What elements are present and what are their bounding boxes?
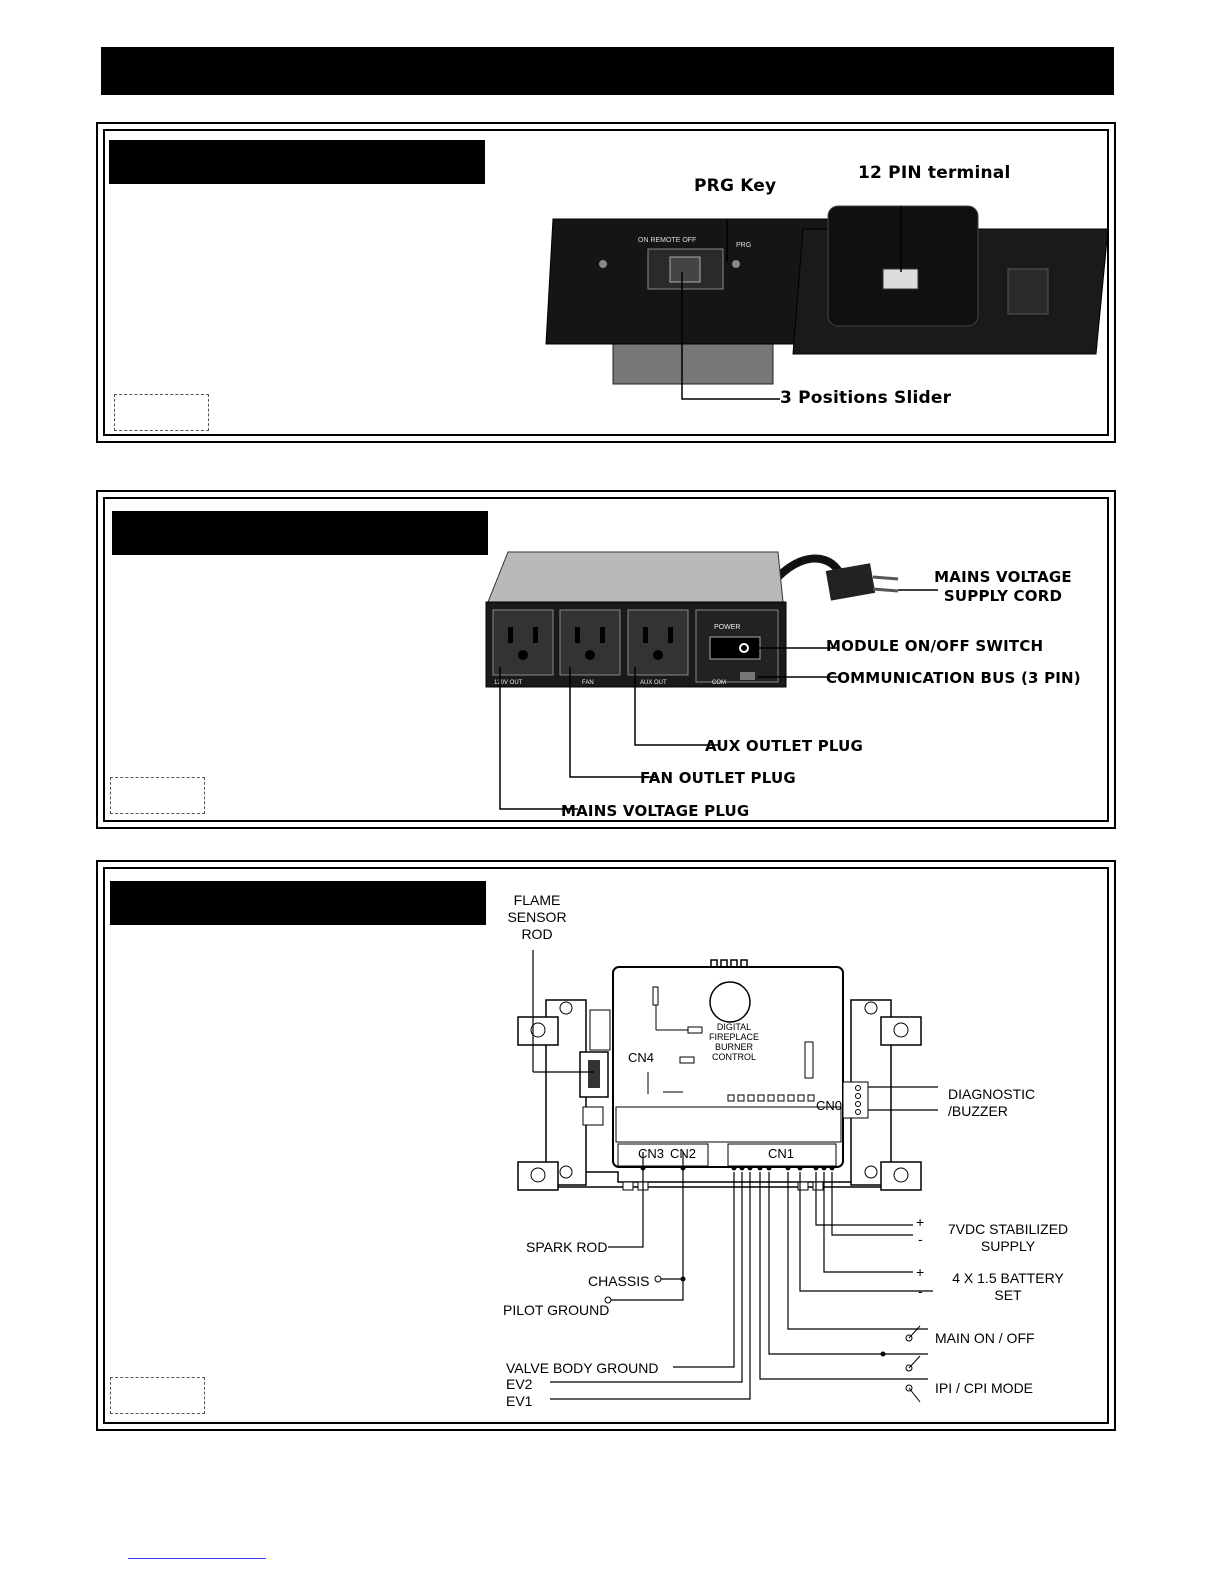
- cn1-label: CN1: [768, 1146, 794, 1161]
- mains-cord-label: MAINS VOLTAGE SUPPLY CORD: [934, 568, 1072, 605]
- wall-switch-photo: ON REMOTE OFF PRG: [545, 205, 1108, 400]
- switch-position-text: ON REMOTE OFF: [638, 237, 696, 244]
- fan-text: FAN: [582, 680, 594, 686]
- valve-body-ground-label: VALVE BODY GROUND: [506, 1360, 659, 1376]
- page-title-bar: [101, 47, 1114, 95]
- ev2-label: EV2: [506, 1376, 533, 1392]
- pin-terminal-label: 12 PIN terminal: [858, 163, 1011, 183]
- battery-label: 4 X 1.5 BATTERY SET: [952, 1270, 1064, 1303]
- chassis-label: CHASSIS: [588, 1273, 650, 1289]
- supply-7vdc-label: 7VDC STABILIZED SUPPLY: [947, 1221, 1069, 1254]
- section-header-bar: [109, 140, 485, 184]
- minus-sign: -: [918, 1231, 923, 1247]
- ev1-label: EV1: [506, 1393, 533, 1409]
- section-header-bar: [110, 881, 486, 925]
- cn3-label: CN3: [638, 1146, 664, 1161]
- power-module-panel: POWER 120V OUT FAN AUX OUT COM MAINS VOL…: [96, 490, 1116, 829]
- spark-rod-label: SPARK ROD: [526, 1239, 608, 1255]
- aux-plug-label: AUX OUTLET PLUG: [705, 737, 864, 755]
- plus-sign: +: [916, 1264, 925, 1280]
- footnote-link-line: [128, 1558, 266, 1559]
- pilot-ground-label: PILOT GROUND: [503, 1302, 610, 1318]
- plus-sign: +: [916, 1214, 925, 1230]
- figure-tag-box: [110, 1377, 205, 1414]
- prg-key-label: PRG Key: [694, 176, 777, 196]
- slider-label: 3 Positions Slider: [780, 388, 952, 408]
- aux-text: AUX OUT: [640, 680, 667, 686]
- minus-sign: -: [918, 1283, 923, 1299]
- flame-sensor-label: FLAME SENSOR ROD: [507, 892, 567, 942]
- ipi-cpi-label: IPI / CPI MODE: [935, 1380, 1034, 1396]
- remote-switch-panel: ON REMOTE OFF PRG PRG Key 12 PIN termina…: [96, 122, 1116, 443]
- power-text: POWER: [714, 624, 740, 631]
- diagnostic-label: DIAGNOSTIC /BUZZER: [948, 1086, 1036, 1119]
- main-on-off-label: MAIN ON / OFF: [935, 1330, 1035, 1346]
- cn1-pins: [727, 1094, 815, 1102]
- on-off-switch-label: MODULE ON/OFF SWITCH: [826, 637, 1044, 655]
- cn0-label: CN0: [816, 1098, 842, 1113]
- mains-plug-label: MAINS VOLTAGE PLUG: [561, 802, 750, 820]
- figure-tag-box: [114, 394, 209, 431]
- fan-plug-label: FAN OUTLET PLUG: [640, 769, 796, 787]
- comm-bus-label: COMMUNICATION BUS (3 PIN): [826, 669, 1081, 687]
- figure-tag-box: [110, 777, 205, 814]
- power-module-photo: POWER 120V OUT FAN AUX OUT COM: [485, 551, 938, 810]
- prg-small-text: PRG: [736, 242, 751, 249]
- com-text: COM: [712, 680, 726, 686]
- section-header-bar: [112, 511, 488, 555]
- out120-text: 120V OUT: [494, 680, 523, 686]
- cn4-label: CN4: [628, 1050, 654, 1065]
